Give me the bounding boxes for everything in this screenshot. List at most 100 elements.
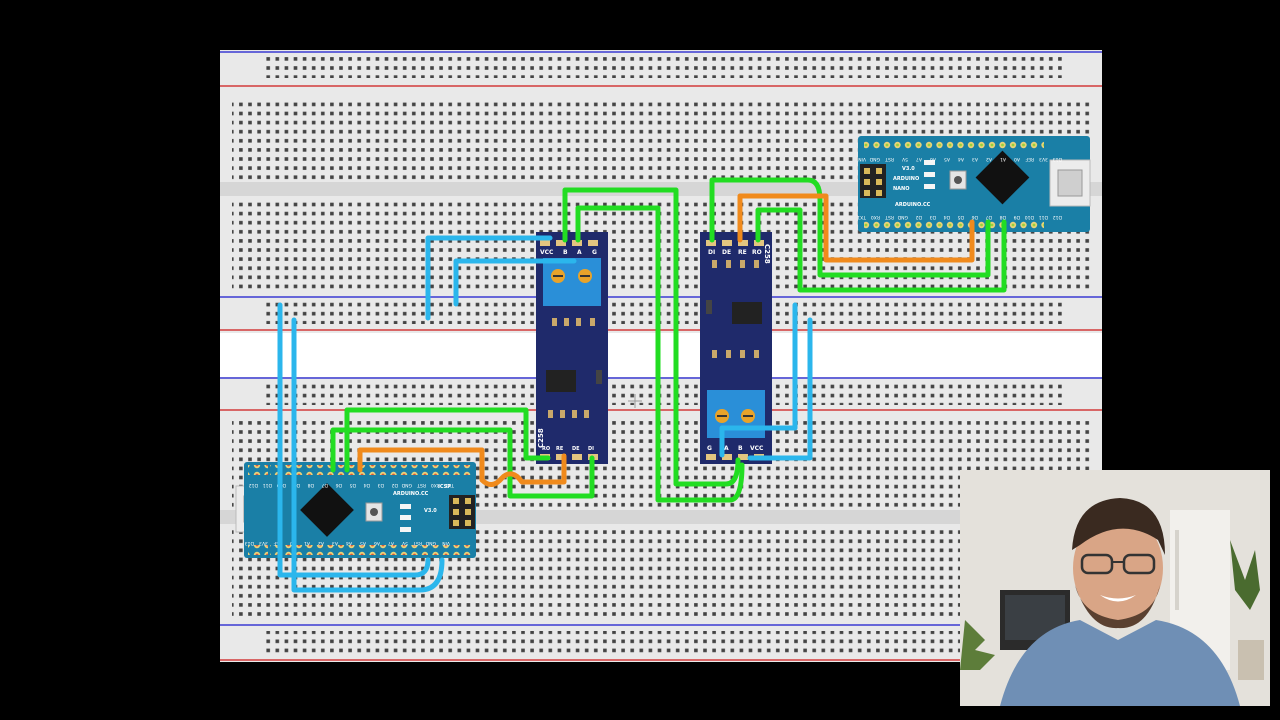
arduino-right-top-pin-label: 3V3 xyxy=(1039,156,1048,162)
arduino-right-top-pin-label: 5V xyxy=(901,156,908,162)
arduino-right-top-pin-label: A7 xyxy=(916,156,922,162)
module-left-pin-0: VCC xyxy=(540,249,554,256)
module-left-pin-3: G xyxy=(592,249,597,256)
arduino-left-bottom-pin-label: VIN xyxy=(442,540,450,546)
presenter-video xyxy=(960,470,1270,706)
arduino-right-bottom-pin-label: D7 xyxy=(986,214,992,220)
arduino-right-bottom-pin-label: D10 xyxy=(1025,214,1034,220)
arduino-right-title: ARDUINO xyxy=(893,176,919,182)
arduino-left-top-pin-label: RST xyxy=(417,482,426,488)
arduino-left-bottom-pin-label: 3V3 xyxy=(259,540,268,546)
module-right-bpin-0: G xyxy=(707,445,712,452)
wire-green-2 xyxy=(575,205,745,503)
arduino-left-top-pin-label: D8 xyxy=(308,482,314,488)
arduino-right-version: V3.0 xyxy=(902,166,915,172)
arduino-left-top-pin-label: D11 xyxy=(263,482,272,488)
arduino-left-bottom-pin-label: A3 xyxy=(332,540,338,546)
arduino-right-top-pin-label: A1 xyxy=(1000,156,1006,162)
arduino-right-bottom-pin-label: D3 xyxy=(930,214,936,220)
module-right-pin-1: DE xyxy=(722,249,731,256)
arduino-right-top-pin-label: A6 xyxy=(930,156,936,162)
shirt xyxy=(1000,620,1240,706)
arduino-left-bottom-pin-label: A6 xyxy=(374,540,380,546)
module-right-bpin-1: A xyxy=(724,445,729,452)
hair xyxy=(1072,498,1165,555)
arduino-right-top-pin-label: A3 xyxy=(972,156,978,162)
arduino-right-bottom-pin-label: D2 xyxy=(916,214,922,220)
arduino-right-bottom-pin-label: D9 xyxy=(1014,214,1020,220)
arduino-right-top-pin-label: GND xyxy=(869,156,880,162)
arduino-right-bottom-pin-label: D4 xyxy=(944,214,950,220)
arduino-right-bottom-pin-label: RX0 xyxy=(871,214,880,220)
arduino-left-top-pin-label: D12 xyxy=(249,482,258,488)
arduino-right-top-pin-label: RST xyxy=(885,156,894,162)
arduino-left-top-pin-label: D3 xyxy=(378,482,384,488)
wire-green-4 xyxy=(330,427,595,499)
arduino-right-bottom-pin-label: GND xyxy=(897,214,908,220)
arduino-right-top-pin-label: D13 xyxy=(1053,156,1062,162)
module-left-chip-label: C258 xyxy=(537,428,545,448)
wire-green-5 xyxy=(709,177,991,278)
wire-green-1 xyxy=(562,187,741,487)
wire-blue-6 xyxy=(747,317,813,461)
module-right-chip-label: C258 xyxy=(763,244,771,264)
arduino-left-bottom-pin-label: RST xyxy=(413,540,422,546)
arduino-right-bottom-pin-label: D8 xyxy=(1000,214,1006,220)
wires xyxy=(277,177,1007,593)
arduino-left-top-pin-label: D7 xyxy=(322,482,328,488)
module-right-pin-3: RO xyxy=(752,249,762,256)
wire-blue-4 xyxy=(291,317,445,593)
arduino-left-brand: ARDUINO.CC xyxy=(393,491,429,497)
arduino-left-top-pin-label: D6 xyxy=(336,482,342,488)
arduino-right-subtitle: NANO xyxy=(893,186,910,192)
arduino-left-bottom-pin-label: A7 xyxy=(388,540,394,546)
rs485-module-right: DI DE RE RO G A B VCC C258 xyxy=(700,232,772,464)
arduino-left-top-pin-label: TX1 xyxy=(445,482,455,488)
arduino-right-brand: ARDUINO.CC xyxy=(895,202,931,208)
arduino-left-top-pin-label: D9 xyxy=(294,482,300,488)
arduino-left-top-pin-label: GND xyxy=(401,482,412,488)
mouse-cursor-icon xyxy=(628,394,642,408)
module-left-bpin-0: RO xyxy=(542,446,550,452)
arduino-left-bottom-pin-label: GND xyxy=(425,540,436,546)
icsp-header xyxy=(449,495,475,529)
wire-orange-2 xyxy=(737,193,975,263)
arduino-right-bottom-pin-label: D5 xyxy=(958,214,964,220)
module-left-pin-1: B xyxy=(563,249,568,256)
terminal-block xyxy=(543,258,601,306)
arduino-left-bottom-pin-label: A2 xyxy=(318,540,324,546)
arduino-left-icsp: ICSP xyxy=(438,484,451,490)
module-left-pin-2: A xyxy=(577,249,582,256)
arduino-right-bottom-pin-label: RST xyxy=(885,214,894,220)
wire-blue-2 xyxy=(453,258,577,307)
arduino-left-bottom-pin-label: A1 xyxy=(304,540,310,546)
arduino-left-top-pin-label: D5 xyxy=(350,482,356,488)
arduino-right-top-pin-label: VIN xyxy=(858,156,866,162)
webcam-overlay xyxy=(960,470,1270,706)
arduino-left-top-pin-label: D2 xyxy=(392,482,398,488)
icsp-header xyxy=(860,164,886,198)
module-right-pin-2: RE xyxy=(738,249,747,256)
arduino-right-top-pin-label: A5 xyxy=(944,156,950,162)
module-right-pin-0: DI xyxy=(708,249,715,256)
arduino-left-bottom-pin-label: A4 xyxy=(346,540,352,546)
arduino-left-bottom-pin-label: A5 xyxy=(360,540,366,546)
module-left-bpin-1: RE xyxy=(556,446,564,452)
module-right-bpin-2: B xyxy=(738,445,743,452)
transceiver-chip xyxy=(732,302,762,324)
arduino-left-version: V3.0 xyxy=(424,508,437,514)
wire-blue-1 xyxy=(425,235,553,321)
wire-blue-3 xyxy=(277,302,431,578)
wire-blue-5 xyxy=(719,302,798,458)
arduino-right-top-pin-label: A4 xyxy=(958,156,964,162)
arduino-right-bottom-pin-label: TX1 xyxy=(857,214,867,220)
transceiver-chip xyxy=(546,370,576,392)
wire-green-6 xyxy=(755,207,1007,293)
glasses-icon xyxy=(1080,553,1114,575)
